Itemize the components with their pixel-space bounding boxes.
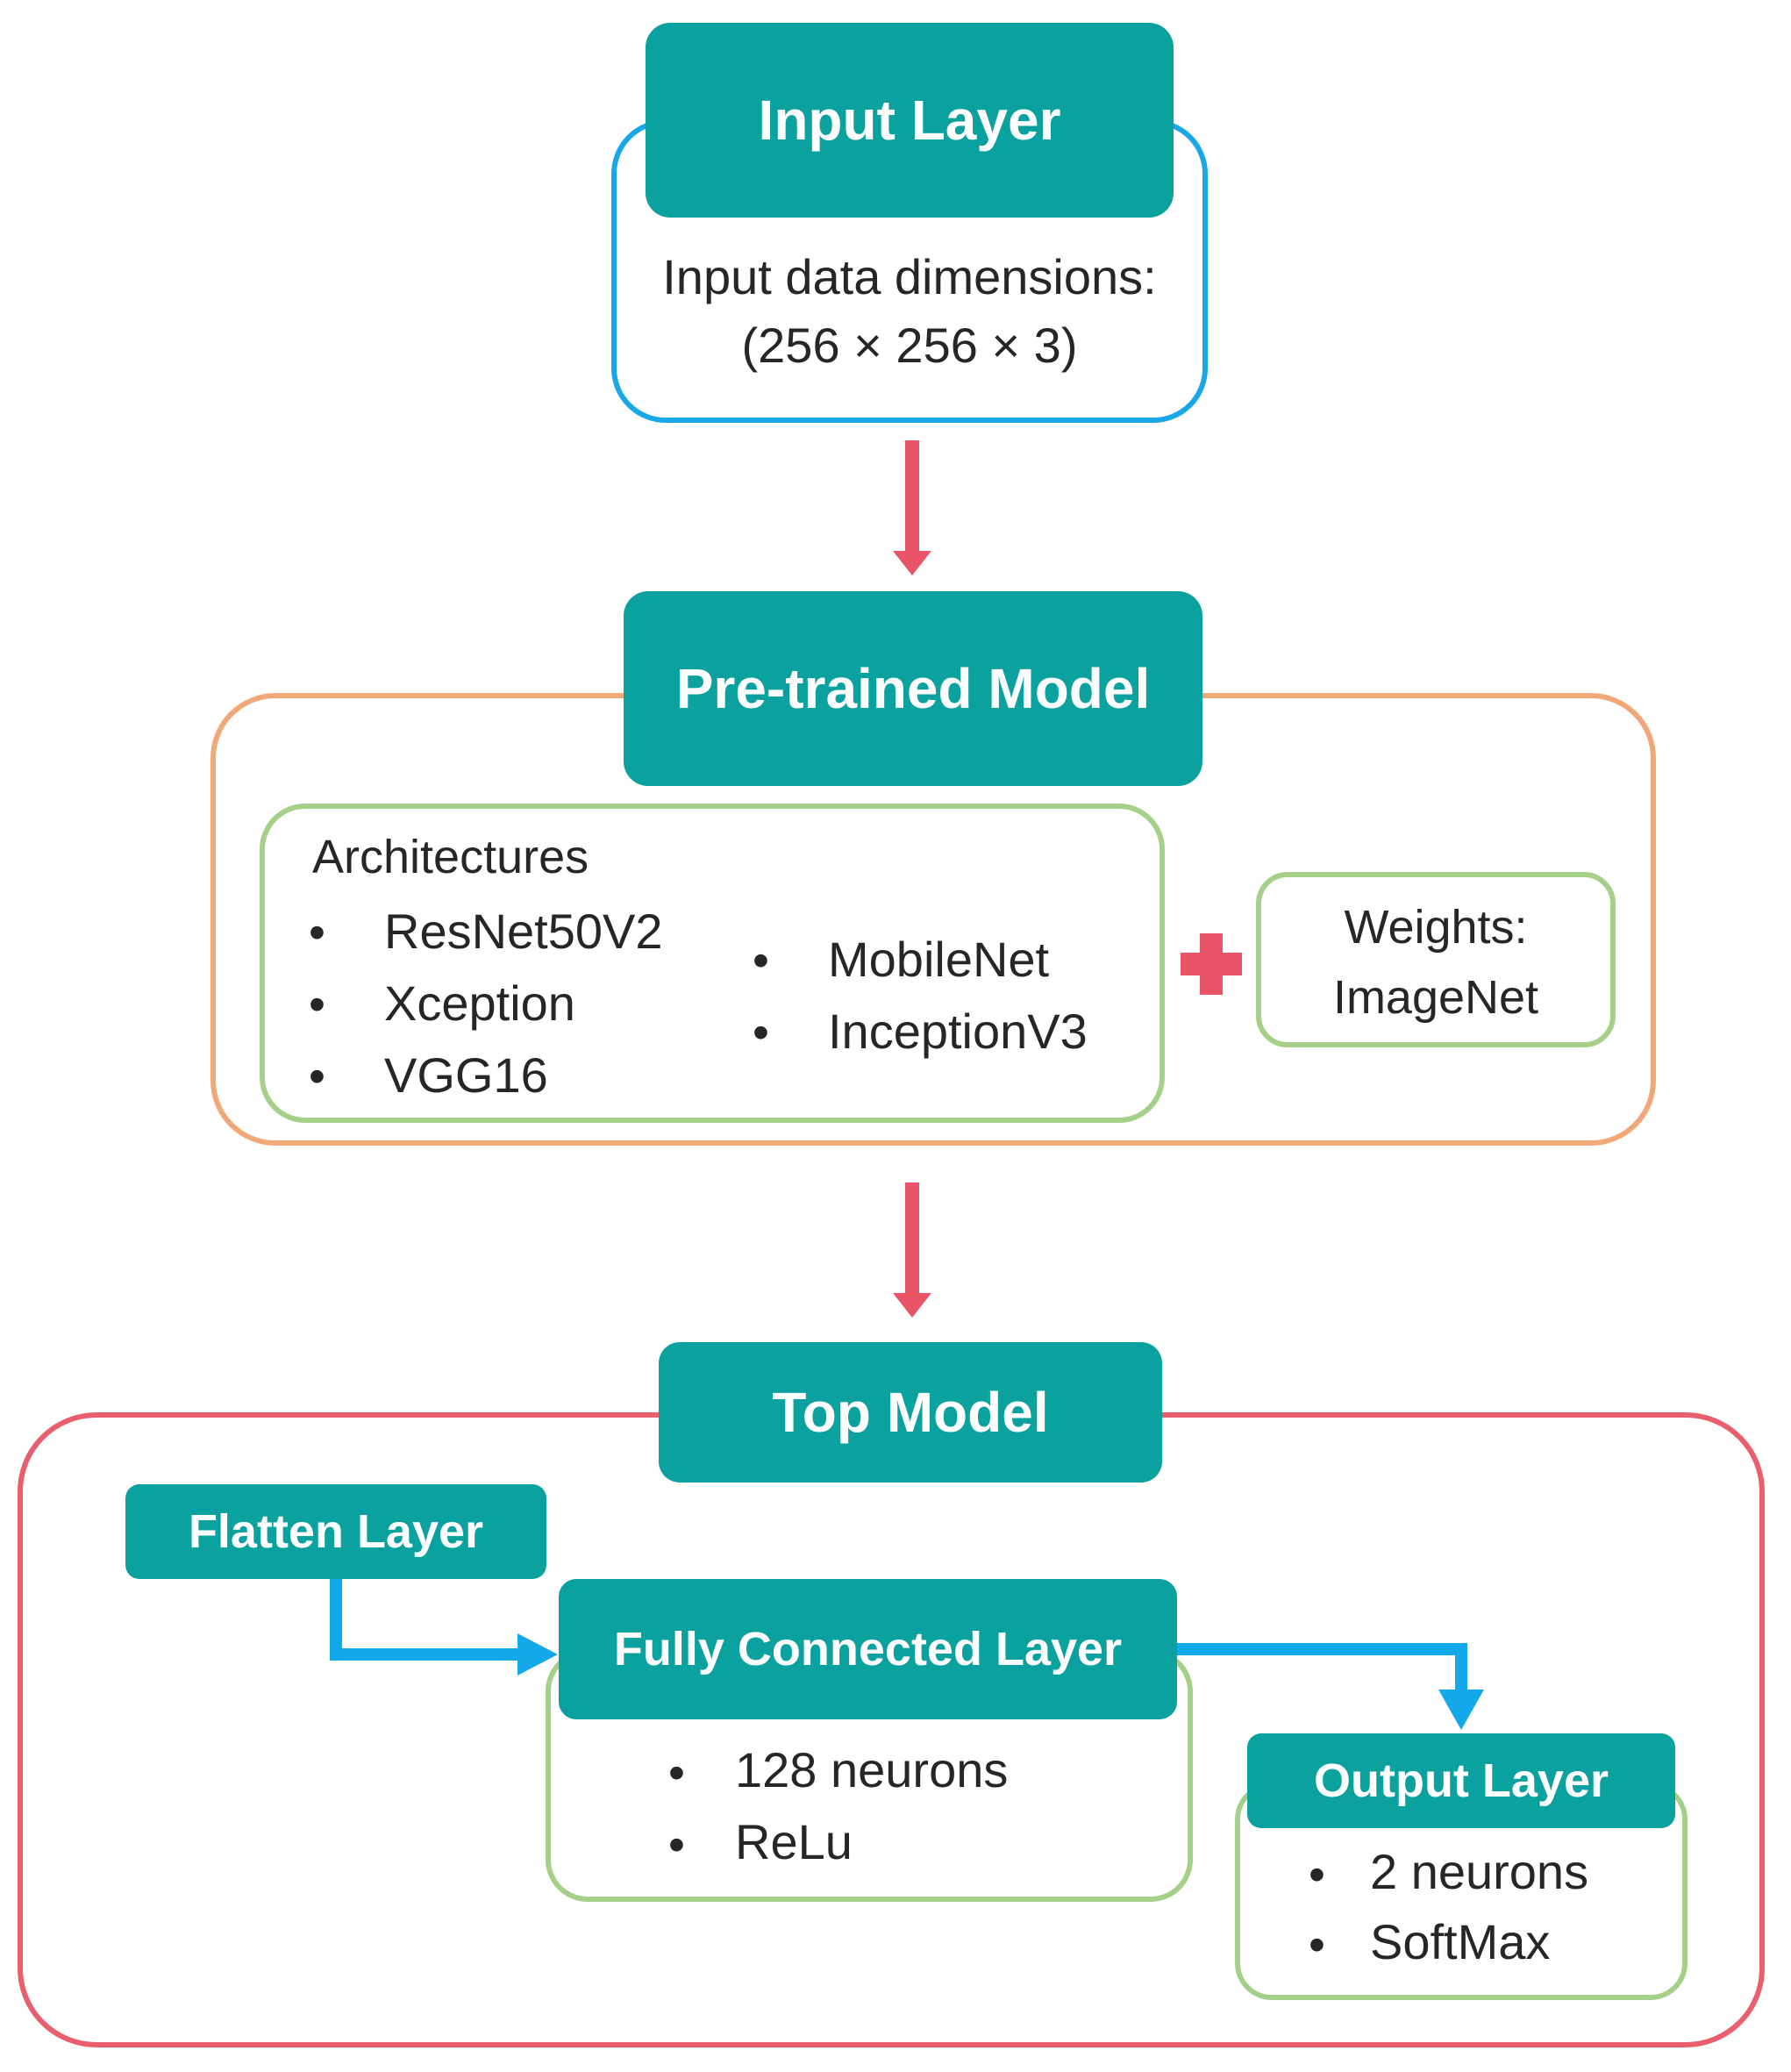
architectures-label: Architectures [312, 831, 589, 883]
arrow-head [893, 551, 931, 575]
arrow-head [517, 1633, 558, 1675]
input-layer-title: Input Layer [758, 89, 1061, 152]
pretrained-model-title: Pre-trained Model [675, 657, 1151, 720]
arch-item-resnet50v2: ResNet50V2 [384, 904, 663, 959]
fc-bullet: • [668, 1818, 685, 1871]
output-layer-header: Output Layer [1247, 1733, 1675, 1828]
arch-bullet: • [753, 1006, 769, 1059]
fc-item-activation: ReLu [735, 1814, 853, 1869]
fc-item-neurons: 128 neurons [735, 1742, 1009, 1797]
top-model-title: Top Model [772, 1381, 1049, 1444]
plus-icon [1181, 933, 1242, 995]
input-layer-desc-line1: Input data dimensions: [662, 249, 1157, 304]
weights-line1: Weights: [1344, 901, 1528, 954]
output-bullet: • [1309, 1848, 1325, 1901]
weights-line2: ImageNet [1332, 971, 1539, 1024]
pretrained-model-header: Pre-trained Model [624, 591, 1202, 786]
arch-item-vgg16: VGG16 [384, 1047, 548, 1103]
arch-item-mobilenet: MobileNet [828, 932, 1050, 987]
arch-bullet: • [309, 978, 325, 1031]
fully-connected-label: Fully Connected Layer [613, 1623, 1123, 1675]
output-bullet: • [1309, 1918, 1325, 1971]
weights-box [1256, 872, 1616, 1047]
arch-bullet: • [309, 1050, 325, 1103]
flatten-layer-box: Flatten Layer [125, 1484, 546, 1579]
output-item-activation: SoftMax [1370, 1914, 1551, 1969]
arrow-head [1438, 1690, 1484, 1730]
arch-item-inceptionv3: InceptionV3 [828, 1004, 1088, 1059]
input-layer-desc-line2: (256 × 256 × 3) [741, 318, 1078, 373]
arrow-fc-to-output [1177, 1643, 1467, 1693]
arch-item-xception: Xception [384, 975, 575, 1031]
output-item-neurons: 2 neurons [1370, 1844, 1589, 1899]
input-layer-header: Input Layer [646, 23, 1174, 218]
output-layer-label: Output Layer [1313, 1754, 1609, 1807]
arch-bullet: • [753, 934, 769, 987]
arch-bullet: • [309, 906, 325, 959]
top-model-header: Top Model [659, 1342, 1162, 1483]
architectures-box [260, 804, 1165, 1123]
arrow-flatten-to-fc [330, 1579, 521, 1661]
fully-connected-header: Fully Connected Layer [559, 1579, 1177, 1719]
arrow-head [893, 1293, 931, 1318]
flatten-layer-label: Flatten Layer [188, 1505, 484, 1558]
fc-bullet: • [668, 1747, 685, 1799]
